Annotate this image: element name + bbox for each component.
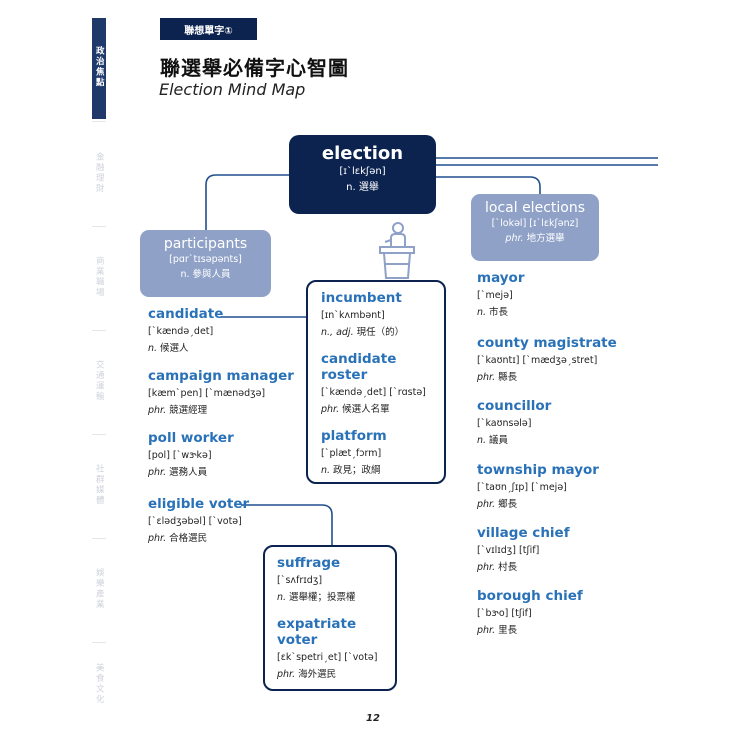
page-subtitle: Election Mind Map bbox=[159, 80, 306, 99]
root-definition: n. 選舉 bbox=[346, 182, 379, 193]
vocab-entry-incumbent: incumbent [ɪnˋkʌmbənt] n., adj.現任（的） bbox=[321, 290, 405, 338]
center-vocab-box: incumbent [ɪnˋkʌmbənt] n., adj.現任（的） can… bbox=[306, 280, 446, 484]
side-tab-business[interactable]: 商業職場 bbox=[94, 256, 105, 298]
vocab-entry-candidate-roster: candidate roster [ˋkændəˏdet] [ˋrɑstə] p… bbox=[321, 351, 426, 415]
suffrage-vocab-box: suffrage [ˋsʌfrɪdʒ] n.選舉權；投票權 expatriate… bbox=[263, 545, 397, 691]
branch-definition: n. 參與人員 bbox=[180, 269, 231, 280]
branch-definition: phr. 地方選舉 bbox=[505, 233, 565, 244]
branch-local-elections: local elections [ˋlokəl] [ɪˋlɛkʃənz] phr… bbox=[471, 194, 599, 261]
vocab-entry-borough-chief: borough chief [ˋbɝo] [tʃif] phr.里長 bbox=[477, 588, 583, 636]
branch-phonetic: [ˋlokəl] [ɪˋlɛkʃənz] bbox=[491, 218, 579, 229]
branch-phonetic: [pɑrˋtɪsəpənts] bbox=[169, 254, 242, 265]
branch-word: participants bbox=[163, 236, 248, 252]
side-tab-transport[interactable]: 交通運輸 bbox=[94, 360, 105, 402]
root-node-election: election [ɪˋlɛkʃən] n. 選舉 bbox=[289, 135, 436, 214]
vocab-entry-village-chief: village chief [ˋvɪlɪdʒ] [tʃif] phr.村長 bbox=[477, 525, 570, 573]
branch-word: local elections bbox=[485, 200, 585, 216]
vocab-entry-platform: platform [ˋplætˏfɔrm] n.政見；政綱 bbox=[321, 428, 387, 476]
vocab-entry-eligible-voter: eligible voter [ˋɛlədʒəbəl] [ˋvotə] phr.… bbox=[148, 496, 250, 544]
section-header-tab: 聯想單字① bbox=[160, 18, 257, 40]
branch-participants: participants [pɑrˋtɪsəpənts] n. 參與人員 bbox=[140, 230, 271, 297]
page-number: 12 bbox=[366, 713, 380, 724]
side-tab-politics[interactable]: 政治焦點 bbox=[92, 18, 106, 119]
vocab-entry-expatriate-voter: expatriate voter [ɛkˋspetriˏet] [ˋvotə] … bbox=[277, 616, 378, 680]
vocab-entry-county-magistrate: county magistrate [ˋkaʊntɪ] [ˋmædʒəˏstre… bbox=[477, 335, 617, 383]
page-title: 聯選舉必備字心智圖 bbox=[160, 56, 349, 80]
root-phonetic: [ɪˋlɛkʃən] bbox=[339, 166, 386, 177]
vocab-entry-township-mayor: township mayor [ˋtaʊnˏʃɪp] [ˋmejə] phr.鄉… bbox=[477, 462, 599, 510]
vocab-entry-campaign-manager: campaign manager [kæmˋpen] [ˋmænədʒə] ph… bbox=[148, 368, 294, 416]
side-tab-finance[interactable]: 金融理財 bbox=[94, 152, 105, 194]
side-tab-social-media[interactable]: 社群媒體 bbox=[94, 464, 105, 506]
side-tab-entertainment[interactable]: 娛樂產業 bbox=[94, 568, 105, 610]
vocab-entry-councillor: councillor [ˋkaʊnsələ] n.議員 bbox=[477, 398, 552, 446]
vocab-entry-candidate: candidate [ˋkændəˏdet] n.候選人 bbox=[148, 306, 224, 354]
root-word: election bbox=[321, 143, 404, 164]
side-tab-food-culture[interactable]: 美食文化 bbox=[94, 663, 105, 705]
vocab-entry-mayor: mayor [ˋmejə] n.市長 bbox=[477, 270, 525, 318]
vocab-entry-suffrage: suffrage [ˋsʌfrɪdʒ] n.選舉權；投票權 bbox=[277, 555, 356, 603]
podium-speaker-icon bbox=[379, 222, 415, 279]
vocab-entry-poll-worker: poll worker [pol] [ˋwɝkə] phr.選務人員 bbox=[148, 430, 234, 478]
